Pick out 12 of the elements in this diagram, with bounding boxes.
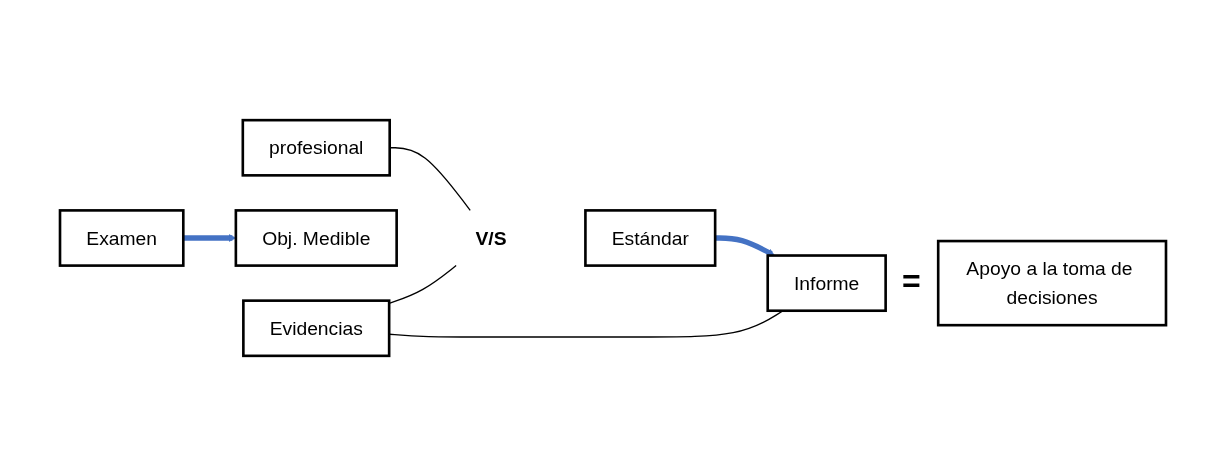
arrow xyxy=(715,234,775,256)
node-text: V/S xyxy=(475,226,507,249)
node-box: Examen xyxy=(58,208,185,267)
node-box: Apoyo a la toma de decisiones xyxy=(936,239,1168,326)
node-box: Estándar xyxy=(584,208,717,267)
node-box: Evidencias xyxy=(242,298,391,357)
connector xyxy=(389,146,471,211)
connector xyxy=(388,264,457,304)
node-box: profesional xyxy=(241,118,391,177)
equals-sign: = xyxy=(901,262,921,299)
node-box: Obj. Medible xyxy=(234,208,398,267)
node-box: Informe xyxy=(766,253,887,312)
